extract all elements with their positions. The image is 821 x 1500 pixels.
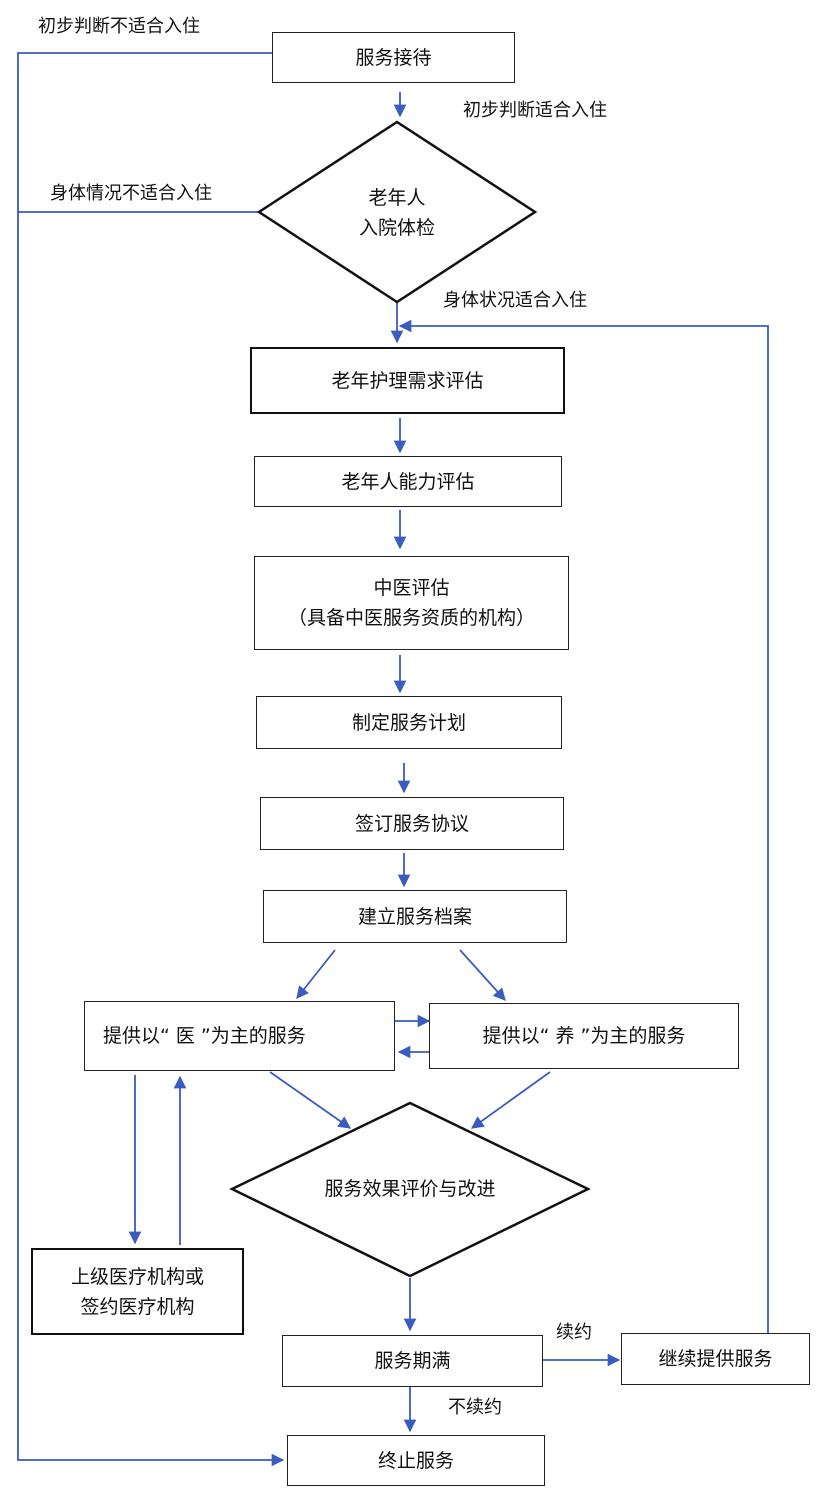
- tcm-title: 中医评估: [373, 577, 450, 599]
- evaluate-text: 服务效果评价与改进: [324, 1178, 496, 1200]
- reception-box: 服务接待: [272, 32, 515, 83]
- tcm-subtitle: （具备中医服务资质的机构）: [287, 607, 535, 629]
- needs-box: 老年护理需求评估: [250, 347, 565, 414]
- reception-label: 服务接待: [355, 46, 432, 69]
- checkup-label: 老年人 入院体检: [277, 183, 517, 243]
- terminate-box: 终止服务: [287, 1435, 545, 1486]
- ability-box: 老年人能力评估: [254, 456, 562, 507]
- evaluate-label: 服务效果评价与改进: [290, 1174, 530, 1204]
- archive-label: 建立服务档案: [357, 905, 472, 928]
- continue-box: 继续提供服务: [621, 1333, 810, 1385]
- terminate-label: 终止服务: [377, 1449, 454, 1472]
- body-unfit-label: 身体情况不适合入住: [50, 183, 212, 204]
- expire-label: 服务期满: [374, 1350, 451, 1372]
- needs-label: 老年护理需求评估: [331, 369, 484, 392]
- evaluate-diamond: [229, 1101, 591, 1278]
- care-service-label: 提供以“ 养 ”为主的服务: [482, 1025, 686, 1047]
- agreement-box: 签订服务协议: [260, 797, 564, 850]
- medical-service-box: 提供以“ 医 ”为主的服务: [84, 1001, 395, 1071]
- continue-label: 继续提供服务: [658, 1348, 773, 1370]
- plan-box: 制定服务计划: [256, 696, 562, 749]
- edge-medical-evaluate: [269, 1071, 352, 1129]
- body-fit-label: 身体状况适合入住: [443, 290, 587, 311]
- archive-box: 建立服务档案: [263, 890, 567, 943]
- superior-line-2: 签约医疗机构: [80, 1295, 195, 1318]
- superior-line-1: 上级医疗机构或: [70, 1265, 204, 1288]
- plan-label: 制定服务计划: [351, 711, 466, 734]
- checkup-diamond: [256, 120, 538, 304]
- checkup-line-1: 老年人: [368, 187, 426, 209]
- no-renew-label: 不续约: [448, 1397, 502, 1418]
- ability-label: 老年人能力评估: [341, 470, 475, 493]
- tcm-box: 中医评估 （具备中医服务资质的机构）: [254, 556, 569, 650]
- prelim-unfit-label: 初步判断不适合入住: [38, 16, 200, 37]
- edge-continue-needs: [398, 319, 769, 1333]
- renew-label: 续约: [556, 1322, 592, 1343]
- edge-prelim-unfit: [17, 52, 285, 1467]
- expire-box: 服务期满: [282, 1335, 543, 1387]
- edge-archive-care: [459, 949, 506, 1001]
- care-service-box: 提供以“ 养 ”为主的服务: [429, 1003, 739, 1069]
- superior-medical-box: 上级医疗机构或 签约医疗机构: [31, 1248, 244, 1335]
- prelim-fit-label: 初步判断适合入住: [463, 100, 607, 121]
- medical-service-label: 提供以“ 医 ”为主的服务: [103, 1025, 306, 1047]
- edge-archive-medical: [296, 949, 336, 999]
- checkup-line-2: 入院体检: [358, 217, 435, 239]
- agreement-label: 签订服务协议: [354, 812, 469, 835]
- edge-care-evaluate: [470, 1071, 551, 1129]
